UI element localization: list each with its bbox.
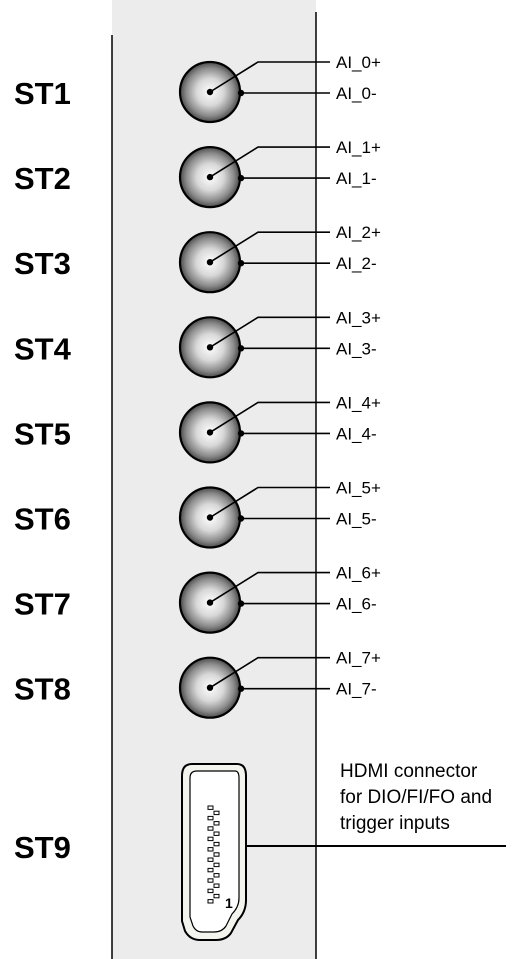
hdmi-pin (207, 857, 214, 862)
signal-neg-label: AI_6- (336, 595, 377, 614)
signal-neg-label: AI_7- (336, 680, 377, 699)
signal-neg-label: AI_2- (336, 254, 377, 273)
signal-pos-label: AI_3+ (336, 308, 381, 327)
st8-label: ST8 (14, 672, 71, 707)
signal-pos-leader (209, 61, 330, 93)
signal-pos-label: AI_1+ (336, 138, 381, 157)
signal-pos-label: AI_0+ (336, 53, 381, 72)
hdmi-pin (207, 826, 214, 831)
hdmi-pin (207, 847, 214, 852)
hdmi-connector-group: ST9 1 HDMI connector for DIO/FI/FO and t… (14, 761, 506, 941)
hdmi-pin (213, 831, 220, 836)
bnc-row-st6: ST6 AI_5+ AI_5- (14, 479, 381, 549)
signal-pos-label: AI_6+ (336, 564, 381, 583)
hdmi-pin (213, 883, 220, 888)
signal-neg-label: AI_1- (336, 169, 377, 188)
hdmi-pin (213, 852, 220, 857)
signal-pos-label: AI_7+ (336, 649, 381, 668)
hdmi-connector-inner (189, 770, 240, 933)
st9-label: ST9 (14, 830, 71, 865)
signal-pos-leader (209, 146, 330, 178)
signal-pos-leader (209, 231, 330, 263)
st2-label: ST2 (14, 161, 71, 196)
hdmi-pin (207, 815, 214, 821)
signal-neg-label: AI_3- (336, 339, 377, 358)
hdmi-pin-array (207, 805, 220, 904)
bnc-row-st4: ST4 AI_3+ AI_3- (14, 308, 381, 379)
signal-neg-label: AI_5- (336, 510, 377, 529)
hdmi-pin (213, 873, 220, 878)
st7-label: ST7 (14, 587, 71, 622)
hdmi-pin (207, 878, 214, 883)
hdmi-pin (207, 867, 214, 873)
bnc-row-st3: ST3 AI_2+ AI_2- (14, 223, 381, 294)
st1-label: ST1 (14, 76, 71, 111)
hdmi-description-line-3: trigger inputs (340, 813, 450, 834)
bnc-connector-list: ST1AI_0+AI_0-ST2AI_1+AI_1-ST3AI_2+AI_2-S… (14, 53, 381, 719)
hdmi-pin (207, 888, 214, 894)
hdmi-pin (213, 841, 220, 847)
hdmi-description-line-2: for DIO/FI/FO and (340, 787, 492, 808)
st6-label: ST6 (14, 502, 71, 537)
bnc-row-st5: ST5 AI_4+ AI_4- (14, 393, 381, 464)
st5-label: ST5 (14, 416, 71, 451)
st4-label: ST4 (14, 331, 72, 366)
bnc-row-st8: ST8 AI_7+ AI_7- (14, 649, 381, 719)
signal-pos-leader (209, 316, 330, 348)
signal-neg-label: AI_0- (336, 84, 377, 103)
signal-pos-label: AI_2+ (336, 223, 381, 242)
signal-neg-label: AI_4- (336, 424, 377, 443)
bnc-row-st1: ST1 AI_0+ AI_0- (14, 53, 381, 124)
pin-1-marker: 1 (225, 895, 233, 911)
st3-label: ST3 (14, 246, 71, 281)
hdmi-pin (213, 862, 220, 868)
bnc-row-st7: ST7 AI_6+ AI_6- (14, 564, 381, 634)
hdmi-pin (213, 893, 220, 899)
signal-pos-label: AI_5+ (336, 479, 381, 498)
hdmi-pin (213, 821, 220, 826)
signal-pos-leader (209, 486, 330, 519)
hdmi-pin (207, 805, 214, 810)
hdmi-pin (207, 899, 214, 904)
signal-pos-leader (209, 656, 330, 689)
signal-pos-leader (209, 571, 330, 604)
hdmi-pin (213, 810, 220, 816)
signal-pos-leader (209, 401, 330, 434)
signal-pos-label: AI_4+ (336, 393, 381, 412)
hdmi-description-line-1: HDMI connector (340, 761, 478, 782)
bnc-row-st2: ST2 AI_1+ AI_1- (14, 138, 381, 209)
hdmi-pin (207, 836, 214, 842)
